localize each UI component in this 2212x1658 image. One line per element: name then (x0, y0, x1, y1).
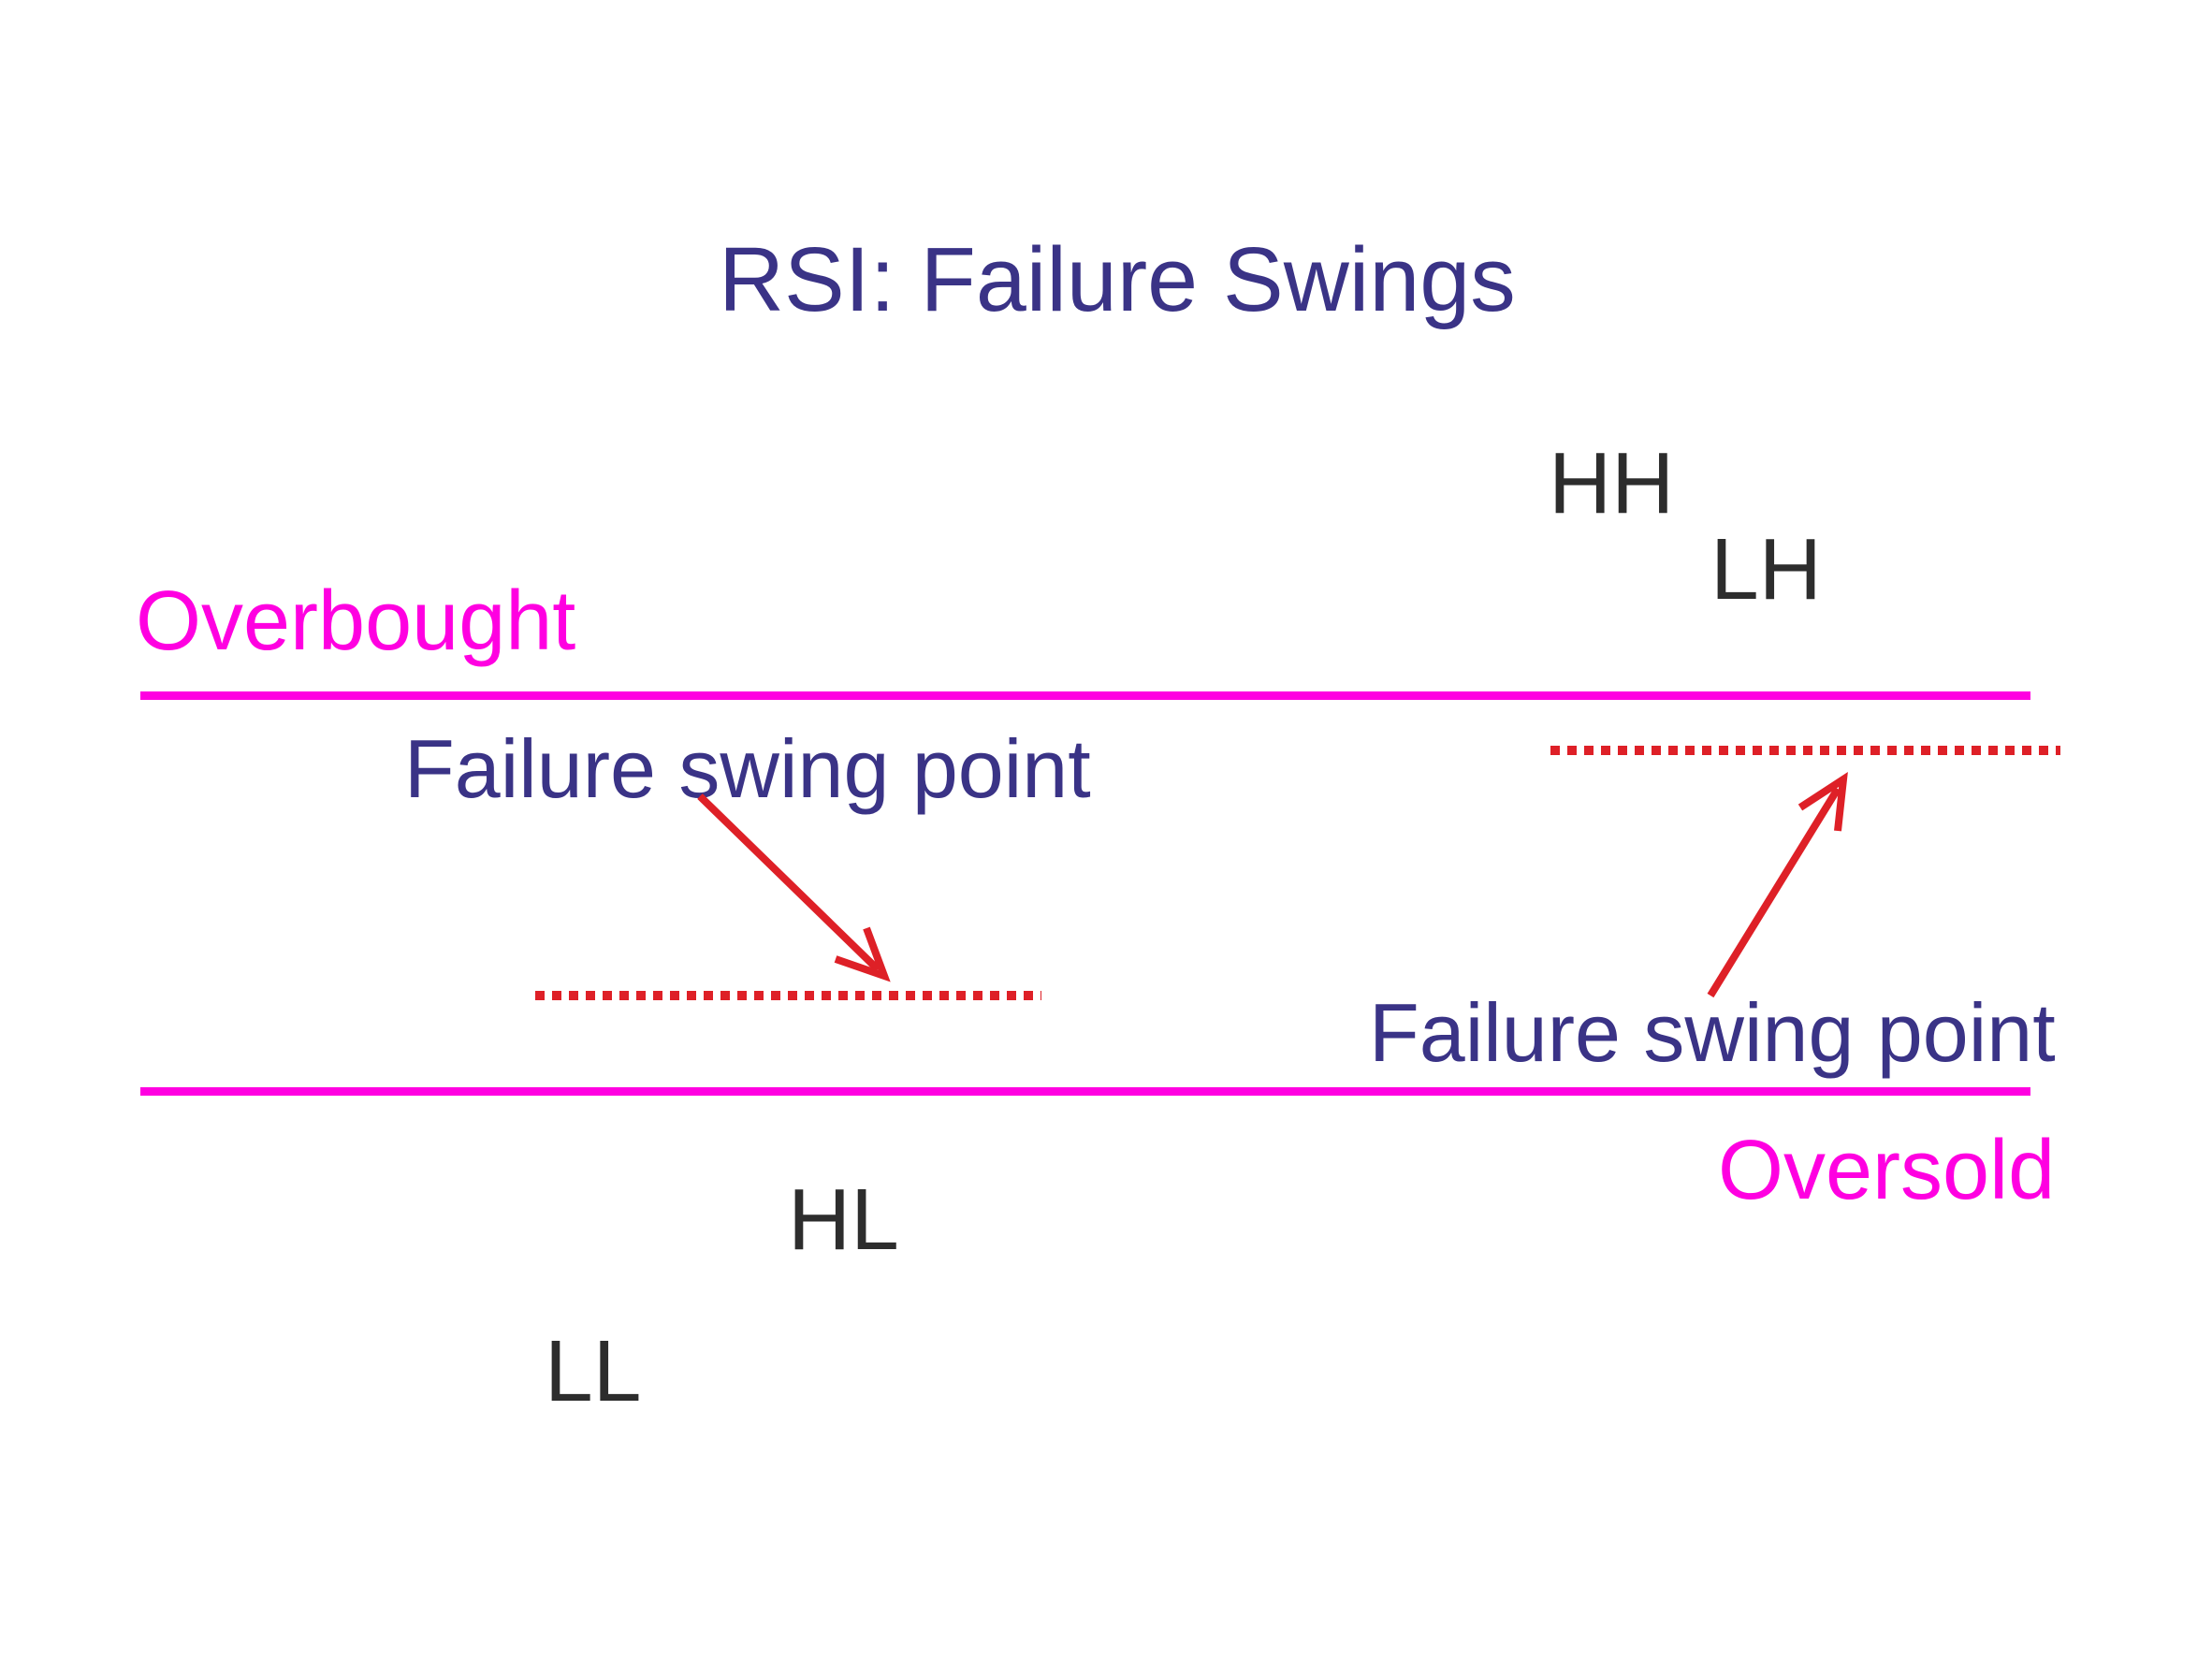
failure-swing-level-dotted-line-left (535, 991, 1041, 1000)
oversold-label: Oversold (1718, 1124, 2056, 1217)
swing-label-lower-high: LH (1710, 520, 1822, 618)
oversold-level-line (140, 1087, 2030, 1096)
swing-label-lower-low: LL (545, 1322, 642, 1419)
failure-swing-point-annotation-left: Failure swing point (404, 722, 1091, 815)
swing-label-higher-high: HH (1549, 434, 1675, 531)
failure-swing-point-annotation-right: Failure swing point (1369, 986, 2056, 1079)
failure-swing-level-dotted-line-right (1550, 746, 2060, 755)
left-down-arrow (697, 793, 891, 982)
overbought-level-line (140, 691, 2030, 700)
slide-title: RSI: Failure Swings (719, 228, 1516, 330)
swing-label-higher-low: HL (788, 1171, 899, 1268)
overbought-label: Overbought (136, 574, 576, 668)
right-up-arrow (1707, 772, 1848, 998)
